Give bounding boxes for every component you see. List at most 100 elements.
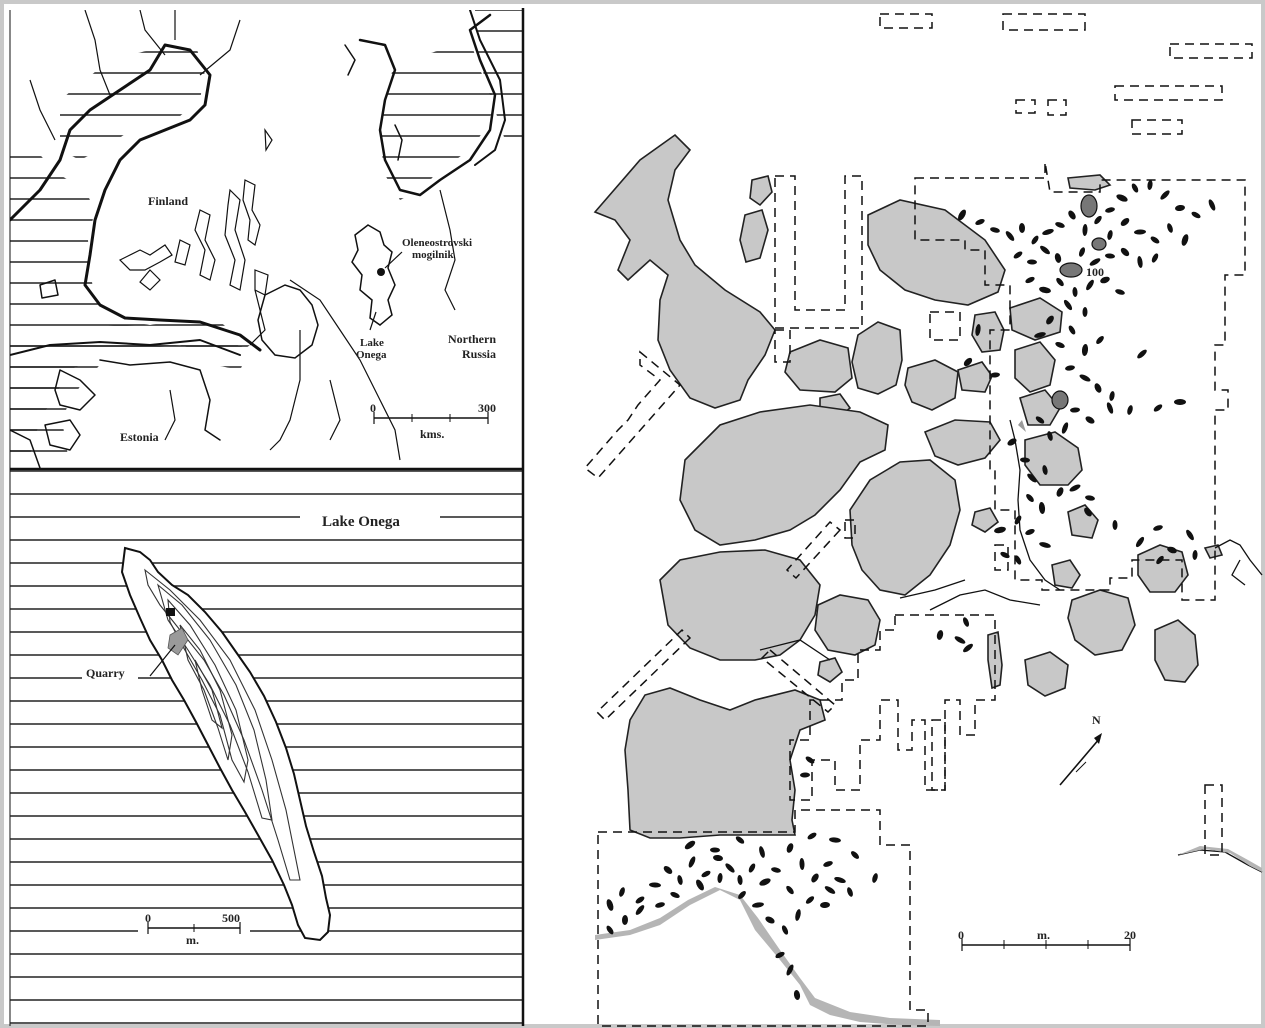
grave bbox=[958, 209, 966, 221]
grave bbox=[805, 896, 815, 904]
overview-scale-end: 300 bbox=[478, 401, 496, 415]
grave bbox=[752, 902, 764, 908]
grave bbox=[606, 925, 614, 935]
grave bbox=[975, 218, 985, 226]
grave bbox=[829, 837, 841, 843]
grave bbox=[1115, 289, 1125, 295]
site-scale-unit: m. bbox=[1037, 928, 1050, 942]
grave bbox=[748, 863, 756, 873]
grave bbox=[936, 630, 944, 640]
pit bbox=[817, 657, 843, 683]
grave bbox=[725, 863, 735, 873]
island-scale-bar: 0 500 m. bbox=[138, 911, 250, 947]
pit bbox=[1009, 297, 1063, 341]
grave bbox=[1039, 542, 1051, 548]
island-scale-end: 500 bbox=[222, 911, 240, 925]
grave bbox=[1061, 422, 1069, 434]
pit bbox=[659, 549, 821, 661]
grave bbox=[1167, 546, 1177, 554]
grave bbox=[1078, 247, 1086, 257]
pit bbox=[904, 359, 959, 411]
label-site-line2: mogilnik bbox=[412, 249, 454, 261]
pit bbox=[593, 133, 776, 409]
grave bbox=[759, 878, 771, 886]
island-scale-start: 0 bbox=[145, 911, 151, 925]
label-northern-russia: Northern Russia bbox=[448, 332, 499, 361]
grave bbox=[717, 873, 723, 883]
grave bbox=[1026, 493, 1034, 503]
grave bbox=[1040, 245, 1050, 255]
grave bbox=[1079, 374, 1091, 382]
grave bbox=[677, 875, 683, 885]
grave bbox=[1086, 279, 1094, 291]
grave bbox=[775, 951, 785, 959]
pit bbox=[679, 404, 889, 546]
grave bbox=[635, 896, 645, 904]
pit bbox=[749, 175, 773, 207]
grave bbox=[781, 925, 789, 935]
pit bbox=[784, 339, 853, 393]
grey-grave bbox=[1059, 262, 1083, 278]
grave bbox=[1047, 431, 1053, 441]
grave bbox=[701, 870, 711, 878]
grave bbox=[1153, 404, 1163, 412]
quarry-pointer bbox=[149, 644, 176, 677]
grave bbox=[635, 905, 645, 915]
label-estonia: Estonia bbox=[120, 430, 159, 444]
large-lakes bbox=[257, 224, 396, 359]
site-scale-start: 0 bbox=[958, 928, 964, 942]
overview-scale-unit: kms. bbox=[420, 427, 444, 441]
grave bbox=[1039, 286, 1051, 294]
pit bbox=[851, 321, 903, 395]
grave bbox=[713, 854, 723, 862]
grave bbox=[1072, 287, 1078, 297]
pit bbox=[867, 199, 1006, 306]
island-map: Lake Onega Quarry 0 500 m. bbox=[10, 470, 522, 1026]
grave bbox=[1068, 210, 1076, 220]
grave bbox=[990, 227, 1000, 233]
grave bbox=[1025, 276, 1035, 284]
grave bbox=[850, 851, 860, 859]
grave bbox=[1031, 235, 1039, 245]
grave bbox=[1042, 228, 1054, 236]
label-lake: Lake bbox=[360, 337, 384, 349]
grey-graves bbox=[1051, 194, 1107, 410]
pit bbox=[923, 419, 1001, 466]
grave bbox=[1018, 223, 1026, 233]
island-scale-unit: m. bbox=[186, 933, 199, 947]
pit bbox=[624, 687, 826, 839]
grave bbox=[1069, 484, 1081, 492]
grave bbox=[670, 891, 680, 899]
graves bbox=[606, 180, 1216, 1000]
grave bbox=[1112, 520, 1118, 530]
label-northern: Northern bbox=[448, 332, 496, 346]
pit bbox=[739, 209, 769, 263]
grave bbox=[994, 526, 1006, 534]
pits bbox=[593, 133, 1224, 839]
grave bbox=[954, 636, 966, 644]
island-map-title: Lake Onega bbox=[322, 514, 400, 530]
grave bbox=[1137, 256, 1143, 268]
grave bbox=[1181, 234, 1189, 246]
grave bbox=[688, 856, 696, 868]
grave bbox=[1153, 525, 1163, 531]
grave bbox=[1105, 207, 1115, 213]
grave bbox=[1085, 495, 1095, 501]
grave bbox=[800, 772, 810, 778]
pit bbox=[987, 630, 1003, 690]
label-russia: Russia bbox=[462, 347, 496, 361]
grave bbox=[1042, 465, 1048, 475]
label-lake-onega-small: Lake Onega bbox=[356, 337, 387, 361]
grave bbox=[1100, 276, 1110, 284]
pit bbox=[971, 507, 1000, 533]
grave bbox=[1107, 230, 1113, 240]
grave bbox=[1167, 223, 1173, 233]
grave bbox=[1027, 473, 1037, 483]
label-site-line1: Oleneostrovski bbox=[402, 237, 472, 249]
grave bbox=[1007, 438, 1017, 446]
quarry-label: Quarry bbox=[86, 666, 125, 680]
grave bbox=[1070, 407, 1080, 413]
grave bbox=[990, 372, 1000, 378]
grave bbox=[771, 867, 781, 873]
pit bbox=[1051, 559, 1081, 589]
